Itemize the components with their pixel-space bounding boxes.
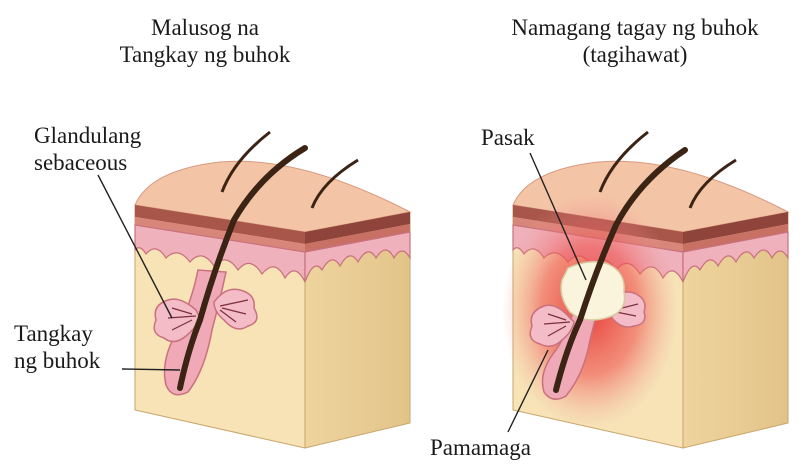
inflamed-title: Namagang tagay ng buhok (tagihawat) xyxy=(470,14,800,68)
label-plug: Pasak xyxy=(481,124,535,151)
label-shaft-line1: Tangkay xyxy=(14,320,100,347)
inflamed-title-line1: Namagang tagay ng buhok xyxy=(470,14,800,41)
label-shaft-line2: ng buhok xyxy=(14,347,100,374)
inflamed-title-line2: (tagihawat) xyxy=(470,41,800,68)
healthy-title-line1: Malusog na xyxy=(100,14,310,41)
healthy-skin-block xyxy=(98,132,410,448)
healthy-title: Malusog na Tangkay ng buhok xyxy=(100,14,310,68)
inflamed-skin-block xyxy=(502,132,788,448)
healthy-title-line2: Tangkay ng buhok xyxy=(100,41,310,68)
shaft-leader-line xyxy=(122,369,180,370)
label-gland-line1: Glandulang xyxy=(34,122,141,149)
label-inflammation: Pamamaga xyxy=(430,434,531,461)
label-hair-shaft: Tangkay ng buhok xyxy=(14,320,100,374)
label-sebaceous-gland: Glandulang sebaceous xyxy=(34,122,141,176)
label-gland-line2: sebaceous xyxy=(34,149,141,176)
